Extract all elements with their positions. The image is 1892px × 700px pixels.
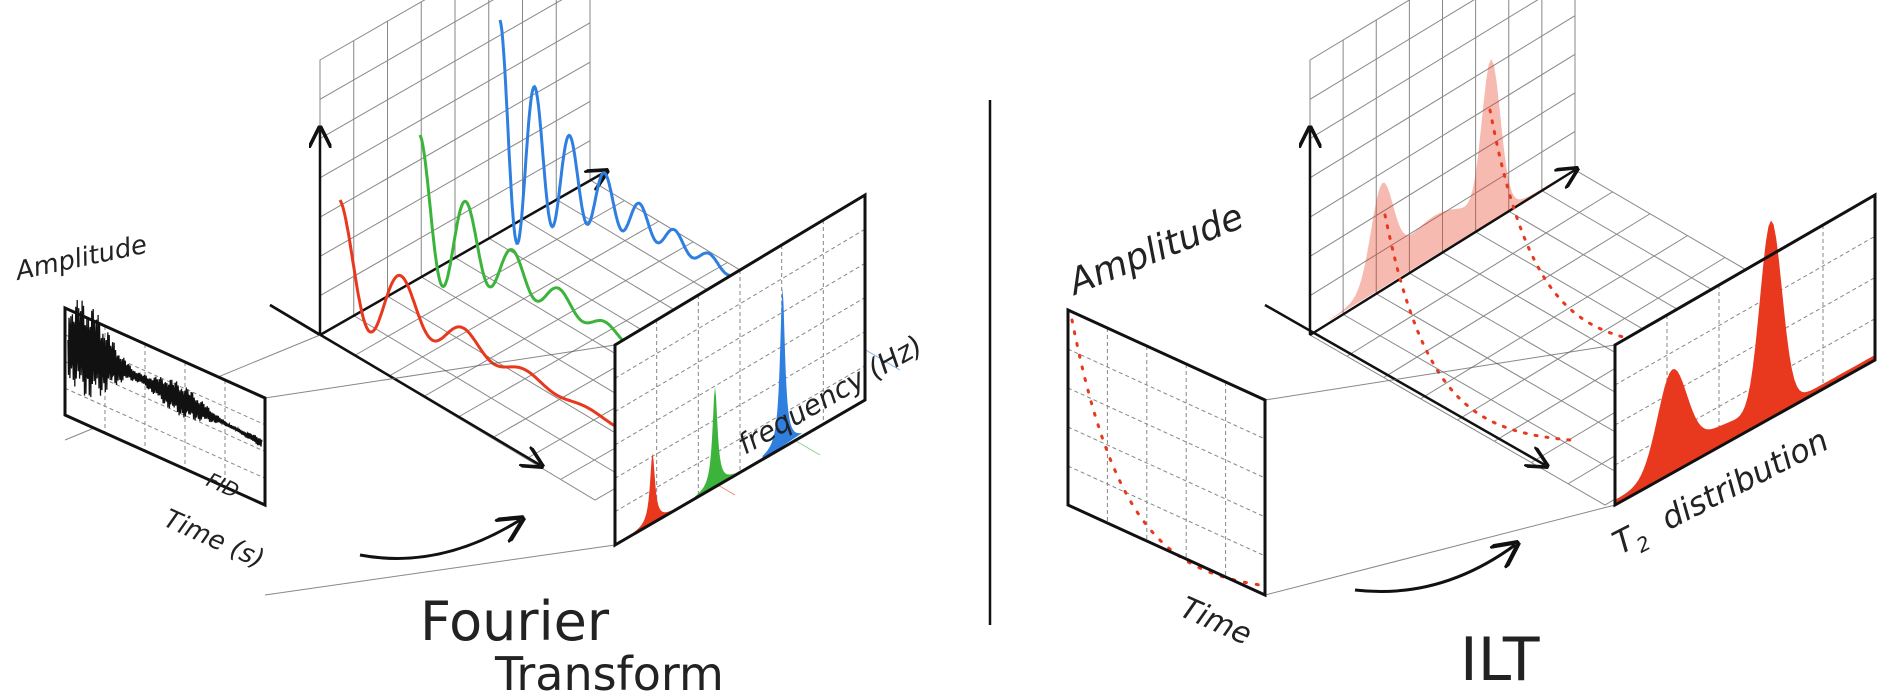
- time-axis: [1264, 303, 1545, 465]
- fid-amplitude-label: Amplitude: [11, 230, 150, 287]
- frequency-spectrum-panel: [613, 192, 867, 548]
- left-panel: FID Amplitude Time (s) frequency (Hz) Fo…: [11, 0, 928, 700]
- t2-distribution-curve: [1615, 220, 1875, 505]
- ilt-label: ILT: [1460, 625, 1540, 695]
- t2-depth-axis: [1309, 170, 1575, 337]
- decay-panel: [1066, 307, 1267, 598]
- time-axis-label: Time (s): [159, 504, 269, 575]
- transform-label: Transform: [494, 647, 724, 700]
- fid-panel: FID: [63, 299, 267, 508]
- ilt-arrow: [1354, 545, 1515, 594]
- decaying-wave: [338, 199, 616, 428]
- fid-signal: [67, 299, 263, 447]
- spectrum-peak: [632, 453, 673, 535]
- t2-distribution-panel: [1613, 192, 1877, 508]
- baseline-left: [269, 303, 321, 337]
- fourier-label: Fourier: [420, 590, 610, 653]
- right-panel: Amplitude Time T2distribution ILT: [1061, 0, 1877, 695]
- spectrum-peak: [695, 387, 735, 499]
- time-axis-label: Time: [1175, 590, 1257, 652]
- spectrum-peak: [762, 287, 803, 460]
- amplitude-label: Amplitude: [1061, 196, 1249, 304]
- decaying-wave: [498, 19, 781, 300]
- back-wall-grid: [319, 0, 591, 336]
- transform-arrow: [359, 520, 520, 560]
